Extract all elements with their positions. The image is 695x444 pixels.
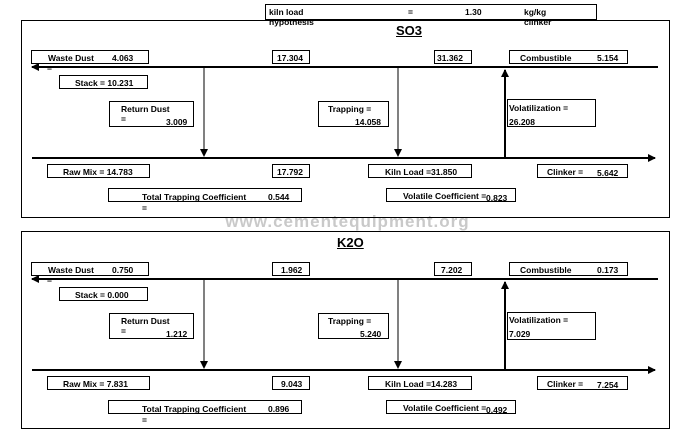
so3-volatilization-value: 26.208 [509,117,535,127]
so3-volatilization-box [507,99,596,127]
so3-ttc-box [108,188,302,202]
k2o-vc-box [386,400,516,414]
k2o-panel: K2O [21,231,670,429]
header-unit-1: kg/kg [524,7,547,17]
k2o-waste-dust-value: 0.750 [112,265,134,275]
so3-clinker-value: 5.642 [597,168,619,178]
k2o-ttc-value: 0.896 [268,404,290,414]
k2o-ttc-label: Total Trapping Coefficient [142,404,247,414]
so3-kiln-load-box [368,164,472,178]
header-label-1: kiln load [269,7,304,17]
k2o-ttc-eq: = [142,415,147,425]
k2o-combustible-label: Combustible [520,265,572,275]
k2o-bottom-mid-box [272,376,310,390]
k2o-combustible-box [509,262,628,276]
so3-return-dust-label: Return Dust [121,104,170,114]
so3-waste-dust-box [31,50,149,64]
so3-waste-dust-value: 4.063 [112,53,134,63]
k2o-clinker-label: Clinker = [547,379,584,389]
k2o-return-dust-label: Return Dust [121,316,170,326]
k2o-stack: Stack = 0.000 [75,290,129,300]
header-eq: = [408,7,413,17]
k2o-return-dust-eq: = [121,326,126,336]
k2o-vc-value: 0.492 [486,405,508,415]
so3-vc-value: 0.823 [486,193,508,203]
kiln-load-hypothesis-box [265,4,597,20]
so3-combustible-box [509,50,628,64]
k2o-top-mid2-box [434,262,472,276]
k2o-waste-dust-label: Waste Dust [48,265,94,275]
k2o-title: K2O [337,235,364,250]
so3-return-dust-value: 3.009 [166,117,188,127]
k2o-kiln-load: Kiln Load =14.283 [385,379,458,389]
so3-bottom-mid: 17.792 [277,167,303,177]
so3-kiln-load: Kiln Load =31.850 [385,167,458,177]
k2o-volatilization-box [507,312,596,340]
k2o-return-dust-box [109,313,194,339]
so3-trapping-value: 14.058 [355,117,381,127]
so3-top-mid1-box [272,50,310,64]
so3-clinker-box [537,164,628,178]
so3-return-dust-box [109,101,194,127]
k2o-kiln-load-box [368,376,472,390]
so3-trapping-box [318,101,389,127]
k2o-top-mid2: 7.202 [441,265,463,275]
so3-stack-box [59,75,148,89]
so3-vc-label: Volatile Coefficient = [403,191,487,201]
k2o-waste-dust-box [31,262,149,276]
header-label-2: hypothesis [269,17,314,27]
k2o-combustible-value: 0.173 [597,265,619,275]
so3-top-mid2-box [434,50,472,64]
so3-trapping-label: Trapping = [328,104,372,114]
k2o-stack-box [59,287,148,301]
k2o-trapping-value: 5.240 [360,329,382,339]
so3-stack: Stack = 10.231 [75,78,134,88]
k2o-bottom-mid: 9.043 [281,379,303,389]
so3-waste-dust-label: Waste Dust [48,53,94,63]
so3-return-dust-eq: = [121,114,126,124]
so3-ttc-value: 0.544 [268,192,290,202]
so3-title: SO3 [396,23,423,38]
k2o-raw-mix-box [47,376,150,390]
k2o-clinker-value: 7.254 [597,380,619,390]
so3-volatilization-label: Volatilization = [509,103,569,113]
k2o-trapping-box [318,313,389,339]
header-value: 1.30 [465,7,482,17]
watermark: www.cementequipment.org [225,212,470,231]
k2o-top-mid1: 1.962 [281,265,303,275]
so3-ttc-eq: = [142,203,147,213]
k2o-volatilization-value: 7.029 [509,329,531,339]
so3-panel: SO3 [21,20,670,218]
so3-top-mid1: 17.304 [277,53,303,63]
header-unit-2: clinker [524,17,552,27]
k2o-volatilization-label: Volatilization = [509,315,569,325]
so3-raw-mix: Raw Mix = 14.783 [63,167,133,177]
so3-raw-mix-box [47,164,150,178]
k2o-top-mid1-box [272,262,310,276]
k2o-vc-label: Volatile Coefficient = [403,403,487,413]
k2o-raw-mix: Raw Mix = 7.831 [63,379,128,389]
so3-combustible-value: 5.154 [597,53,619,63]
k2o-ttc-box [108,400,302,414]
so3-ttc-label: Total Trapping Coefficient [142,192,247,202]
so3-bottom-mid-box [272,164,310,178]
k2o-trapping-label: Trapping = [328,316,372,326]
k2o-return-dust-value: 1.212 [166,329,188,339]
so3-clinker-label: Clinker = [547,167,584,177]
so3-combustible-label: Combustible [520,53,572,63]
k2o-clinker-box [537,376,628,390]
so3-vc-box [386,188,516,202]
so3-top-mid2: 31.362 [437,53,463,63]
